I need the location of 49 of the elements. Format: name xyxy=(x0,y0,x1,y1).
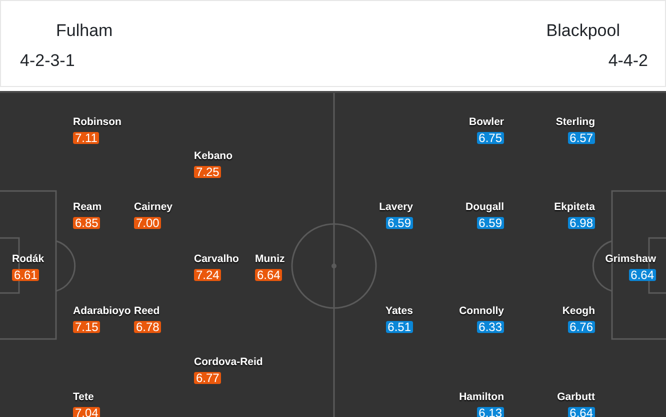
player-name: Yates xyxy=(386,304,413,318)
team-header-card xyxy=(0,0,666,87)
player-name: Tete xyxy=(73,390,94,404)
rating-badge: 7.25 xyxy=(194,166,222,178)
rating-badge: 6.75 xyxy=(476,132,504,144)
player-name: Muniz xyxy=(255,252,285,266)
rating-badge: 6.64 xyxy=(255,269,282,281)
team-name: Blackpool xyxy=(546,20,620,42)
rating-badge: 6.61 xyxy=(12,269,40,281)
player-name: Cordova-Reid xyxy=(194,355,263,369)
player-name: Carvalho xyxy=(194,252,239,266)
player-name: Dougall xyxy=(466,200,504,214)
player-name: Kebano xyxy=(194,149,233,163)
rating-badge: 7.24 xyxy=(194,269,222,281)
player-name: Adarabioyo xyxy=(73,304,131,318)
player-name: Ream xyxy=(73,200,102,214)
rating-badge: 7.11 xyxy=(73,132,100,144)
player-name: Cairney xyxy=(134,200,173,214)
rating-badge: 6.77 xyxy=(194,372,222,384)
player-name: Keogh xyxy=(562,304,595,318)
team-name: Fulham xyxy=(56,20,113,42)
player-name: Bowler xyxy=(468,115,504,129)
formation: 4-2-3-1 xyxy=(20,50,75,72)
player-name: Connolly xyxy=(459,304,504,318)
rating-badge: 6.57 xyxy=(568,132,595,144)
rating-badge: 7.15 xyxy=(73,321,100,333)
player-name: Sterling xyxy=(556,115,595,129)
rating-badge: 7.00 xyxy=(134,217,162,229)
rating-badge: 6.85 xyxy=(73,217,100,229)
rating-badge: 6.64 xyxy=(628,269,656,281)
rating-badge: 6.78 xyxy=(134,321,162,333)
player-name: Rodák xyxy=(12,252,44,266)
rating-badge: 7.04 xyxy=(73,407,100,417)
rating-badge: 6.59 xyxy=(386,217,413,229)
player-name: Robinson xyxy=(73,115,122,129)
rating-badge: 6.51 xyxy=(386,321,413,333)
rating-badge: 6.13 xyxy=(476,407,504,417)
rating-badge: 6.76 xyxy=(568,321,595,333)
player-name: Grimshaw xyxy=(605,252,656,266)
rating-badge: 6.59 xyxy=(476,217,504,229)
player-name: Lavery xyxy=(379,200,413,214)
formation: 4-4-2 xyxy=(608,50,648,72)
rating-badge: 6.98 xyxy=(568,217,595,229)
player-name: Hamilton xyxy=(459,390,504,404)
player-name: Reed xyxy=(134,304,160,318)
player-name: Ekpiteta xyxy=(554,200,595,214)
player-name: Garbutt xyxy=(557,390,595,404)
rating-badge: 6.33 xyxy=(476,321,504,333)
rating-badge: 6.64 xyxy=(568,407,595,417)
